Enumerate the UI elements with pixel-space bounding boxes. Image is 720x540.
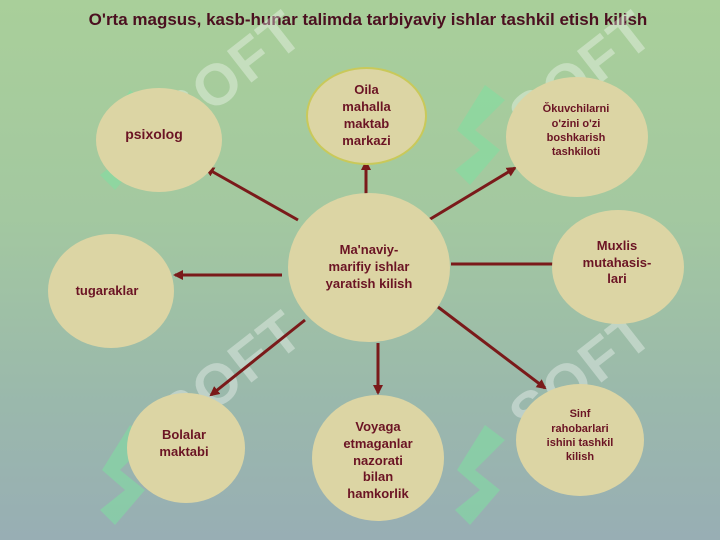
node-bolalar-label: Bolalar maktabi: [159, 427, 209, 459]
node-psixolog-label: psixolog: [125, 125, 183, 142]
node-oila: Oila mahalla maktab markazi: [306, 67, 427, 165]
arrow-to-bolalar: [209, 318, 306, 397]
node-voyaga-label: Voyaga etmaganlar nazorati bilan hamkorl…: [343, 418, 413, 502]
node-muxlis: Muxlis mutahasis- lari: [552, 210, 684, 324]
node-tugaraklar: tugaraklar: [48, 234, 174, 348]
center-node-label: Ma'naviy- marifiy ishlar yaratish kilish: [325, 242, 413, 291]
watermark-logo-icon: [455, 85, 505, 185]
arrow-to-sinf: [437, 305, 547, 390]
arrow-to-psixolog: [204, 166, 299, 222]
arrow-to-okuvchilar: [426, 166, 517, 223]
node-okuvchilar: Ŏkuvchilarni o'zini o'zi boshkarish tash…: [506, 77, 648, 197]
node-sinf: Sinf rahobarlari ishini tashkil kilish: [516, 384, 644, 496]
node-bolalar: Bolalar maktabi: [127, 393, 245, 503]
node-okuvchilar-label: Ŏkuvchilarni o'zini o'zi boshkarish tash…: [542, 103, 610, 159]
node-voyaga: Voyaga etmaganlar nazorati bilan hamkorl…: [312, 395, 444, 521]
node-muxlis-label: Muxlis mutahasis- lari: [582, 237, 652, 287]
watermark-logo-icon: [455, 425, 505, 525]
page-title: O'rta magsus, kasb-hunar talimda tarbiya…: [88, 10, 648, 29]
node-psixolog: psixolog: [96, 88, 222, 192]
node-tugaraklar-label: tugaraklar: [75, 282, 139, 298]
node-sinf-label: Sinf rahobarlari ishini tashkil kilish: [546, 408, 614, 464]
node-oila-label: Oila mahalla maktab markazi: [342, 82, 391, 148]
center-node: Ma'naviy- marifiy ishlar yaratish kilish: [288, 193, 450, 342]
